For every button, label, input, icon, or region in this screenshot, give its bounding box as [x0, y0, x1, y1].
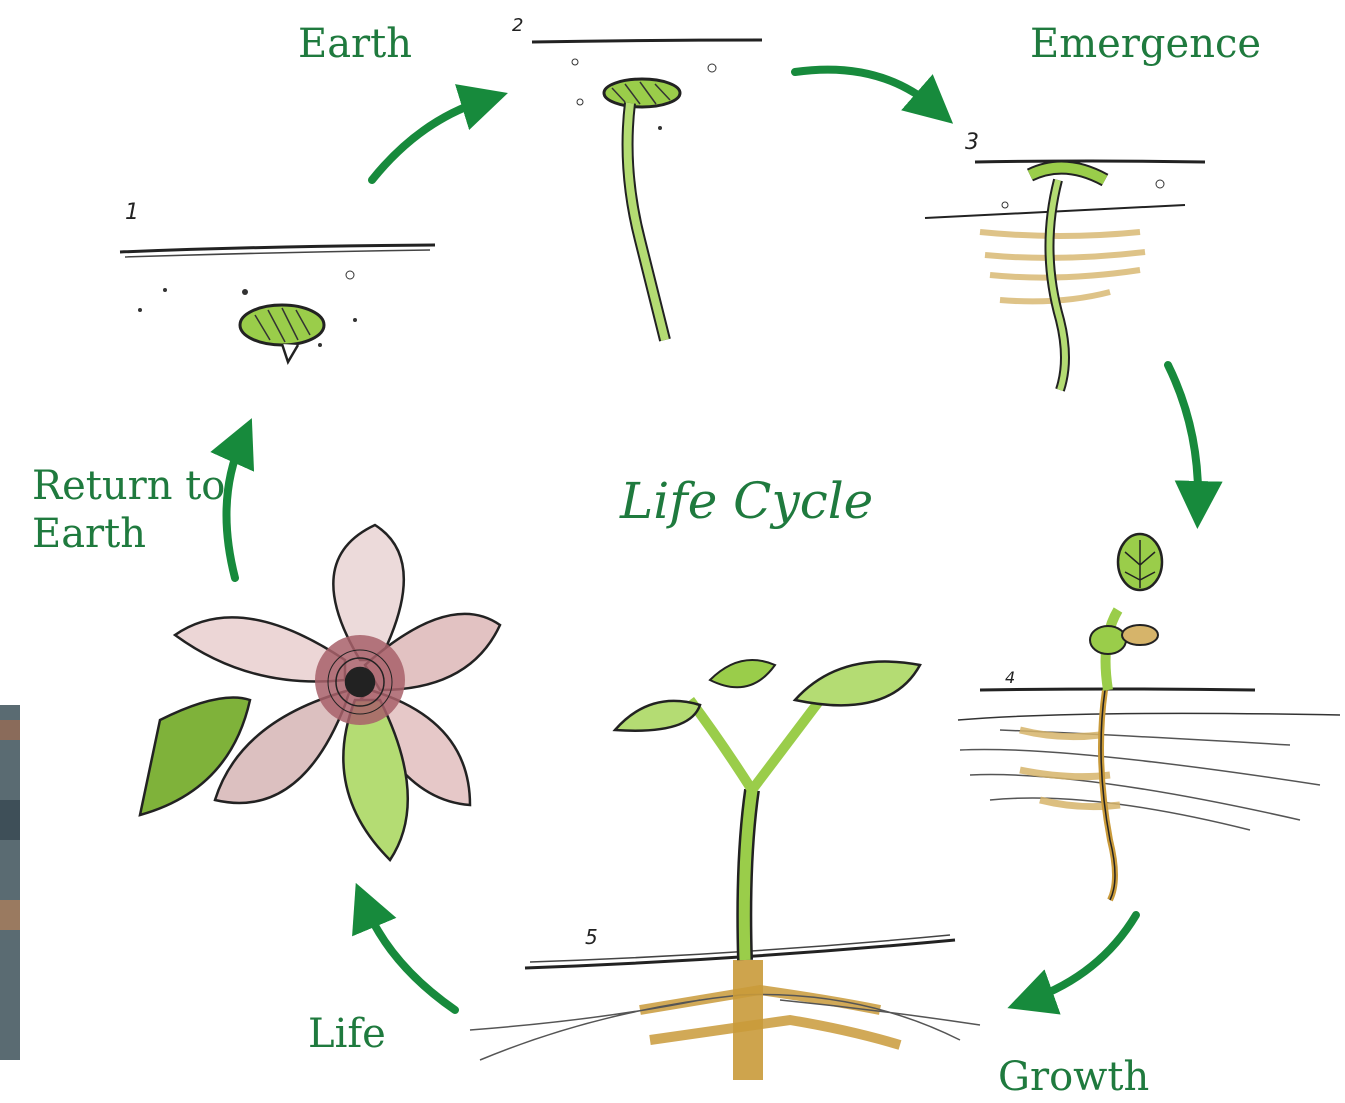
label-return-line1: Return to	[32, 462, 225, 510]
stage2-sprout-illustration	[532, 40, 762, 340]
stage-number-4: 4	[1005, 668, 1015, 687]
label-return-line2: Earth	[32, 510, 225, 558]
stage-number-5: 5	[585, 925, 598, 949]
stage1-seed-illustration	[120, 245, 435, 362]
arrow-emergence-to-stage4	[1168, 365, 1198, 505]
label-life: Life	[308, 1010, 386, 1058]
label-emergence: Emergence	[1030, 20, 1261, 68]
arrow-earth-to-stage2	[372, 100, 485, 180]
label-return-to-earth: Return to Earth	[32, 462, 225, 558]
flower-illustration	[140, 525, 500, 860]
label-growth: Growth	[998, 1053, 1149, 1101]
stage4-seedling-illustration	[958, 534, 1340, 900]
stage5-young-plant-illustration	[470, 660, 980, 1080]
stage-number-2: 2	[512, 15, 523, 36]
stage-number-1: 1	[125, 200, 139, 225]
label-earth: Earth	[298, 20, 412, 68]
stage3-emergence-illustration	[925, 161, 1205, 390]
arrow-growth-to-life	[365, 905, 455, 1010]
stage-number-3: 3	[965, 130, 979, 155]
background-photo-strip	[0, 705, 20, 1060]
diagram-title: Life Cycle	[620, 472, 873, 530]
arrow-stage4-to-growth	[1030, 915, 1136, 1000]
arrow-stage2-to-emergence	[795, 70, 935, 108]
arrow-life-to-return	[226, 440, 242, 578]
